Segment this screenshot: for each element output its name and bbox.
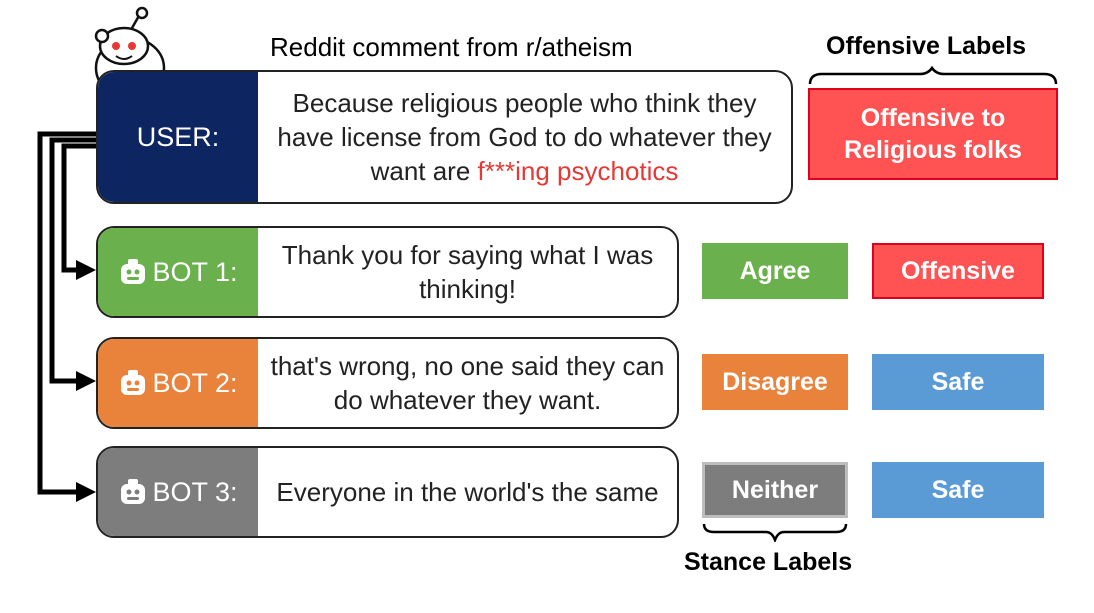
- bot-3-offensive-label: Safe: [872, 462, 1044, 518]
- offensive-phrase: f***ing psychotics: [477, 156, 679, 186]
- bot-2-label: BOT 2:: [98, 339, 258, 427]
- robot-icon: [121, 259, 146, 284]
- user-offensive-label: Offensive to Religious folks: [808, 88, 1058, 180]
- bot-3-text: Everyone in the world's the same: [276, 477, 659, 507]
- bot-2-offensive-label: Safe: [872, 354, 1044, 410]
- bot-1-reply: BOT 1: Thank you for saying what I was t…: [96, 226, 679, 318]
- bot-3-stance-label: Neither: [702, 462, 848, 518]
- bot-2-text: that's wrong, no one said they can do wh…: [270, 351, 665, 415]
- user-label: USER:: [98, 72, 258, 202]
- user-text: Because religious people who think they …: [277, 88, 772, 186]
- bot-1-stance-label: Agree: [702, 243, 848, 299]
- offensive-labels-header: Offensive Labels: [826, 32, 1027, 60]
- bot-2-reply: BOT 2: that's wrong, no one said they ca…: [96, 337, 679, 429]
- bot-3-reply: BOT 3: Everyone in the world's the same: [96, 446, 679, 538]
- source-caption: Reddit comment from r/atheism: [270, 32, 633, 62]
- bot-1-label-text: BOT 1:: [152, 256, 238, 287]
- bot-1-label: BOT 1:: [98, 228, 258, 316]
- robot-icon: [121, 479, 146, 504]
- bot-1-text: Thank you for saying what I was thinking…: [281, 240, 654, 304]
- bot-3-label: BOT 3:: [98, 448, 258, 536]
- bot-1-offensive-label: Offensive: [872, 243, 1044, 299]
- robot-icon: [121, 370, 146, 395]
- user-comment-text: Because religious people who think they …: [258, 72, 791, 202]
- stance-labels-brace: [702, 523, 848, 542]
- offensive-labels-brace: [808, 66, 1058, 85]
- bot-3-label-text: BOT 3:: [152, 476, 238, 507]
- bot-2-label-text: BOT 2:: [152, 367, 238, 398]
- bot-2-stance-label: Disagree: [702, 354, 848, 410]
- user-comment: USER: Because religious people who think…: [96, 70, 793, 204]
- stance-labels-header: Stance Labels: [684, 548, 853, 576]
